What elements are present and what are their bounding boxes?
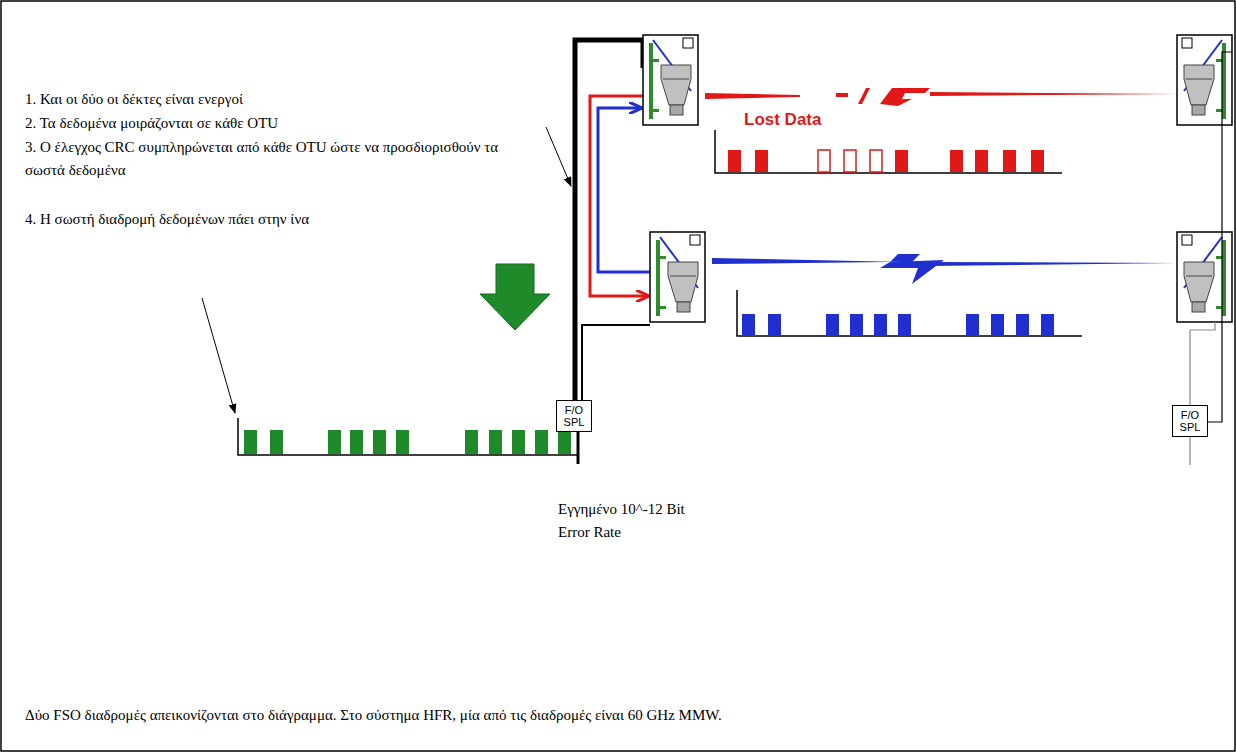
splitter-label: F/O SPL: [559, 404, 589, 428]
blue-beam: [712, 254, 1178, 284]
note-text: 4. Η σωστή διαδρομή δεδομένων πάει στην …: [25, 208, 540, 231]
note-text: 2. Τα δεδομένα μοιράζονται σε κάθε OTU: [25, 112, 540, 135]
splitter-label: F/O SPL: [1175, 409, 1205, 433]
leader-line: [202, 298, 235, 413]
note-text: 1. Και οι δύο οι δέκτες είναι ενεργοί: [25, 88, 540, 111]
blue-path: [598, 108, 650, 272]
green-pulse-train: [238, 418, 578, 455]
otu-unit: [1177, 35, 1232, 125]
splitter-box: F/O SPL: [1172, 405, 1208, 437]
down-arrow: [480, 264, 550, 330]
caption: Δύο FSO διαδρομές απεικονίζονται στο διά…: [25, 704, 1215, 727]
splitter-box: F/O SPL: [556, 400, 592, 432]
blue-pulse-train: [737, 290, 1082, 336]
otu-unit: [1177, 232, 1232, 322]
note-text: 3. Ο έλεγχος CRC συμπληρώνεται από κάθε …: [25, 136, 540, 182]
red-beam: [705, 88, 1178, 106]
ber-label: Εγγημένο 10^-12 Bit Error Rate: [558, 498, 698, 544]
red-pulse-train: [715, 130, 1062, 173]
fiber-right: [1195, 52, 1232, 422]
otu-unit: [643, 35, 698, 125]
status-label: Lost Data: [742, 108, 823, 131]
leader-line: [546, 127, 571, 186]
otu-unit: [650, 232, 705, 322]
fiber-thin: [582, 325, 650, 410]
